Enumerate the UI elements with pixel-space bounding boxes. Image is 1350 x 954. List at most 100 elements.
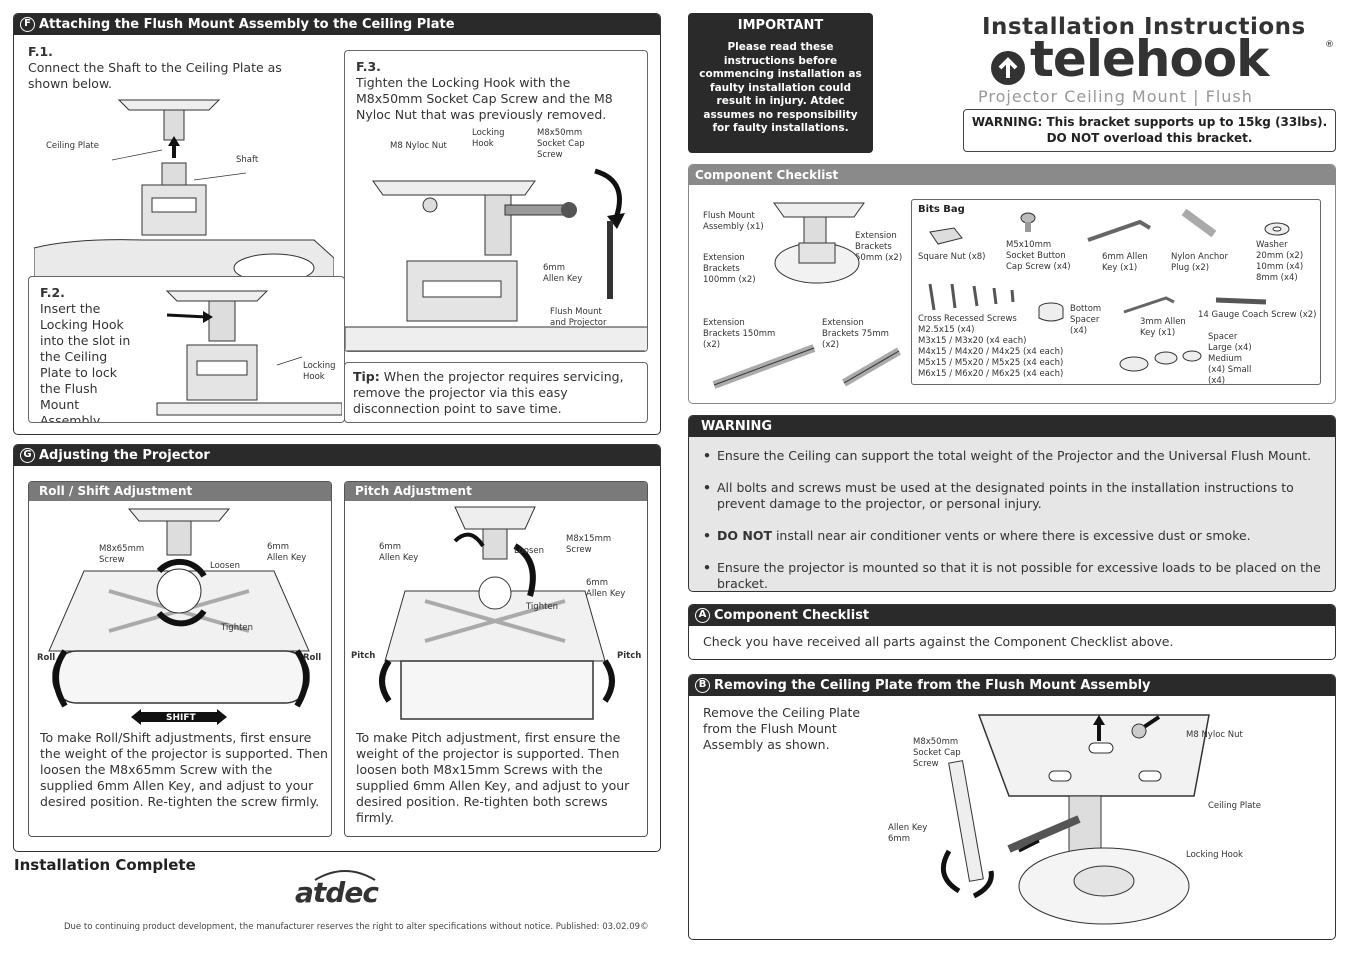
- section-b-title: Removing the Ceiling Plate from the Flus…: [714, 678, 1151, 693]
- allen3-label: 3mm Allen Key (x1): [1140, 317, 1186, 338]
- roll-shift-illustration: [48, 508, 310, 725]
- header-warning-bold: WARNING:: [971, 115, 1043, 129]
- f1-step: F.1.: [28, 44, 53, 59]
- coach-screw-label: 14 Gauge Coach Screw (x2): [1198, 310, 1317, 320]
- cross-screws-line-4: M5x15 / M5x20 / M5x25 (x4 each): [918, 358, 1064, 368]
- section-a-panel: A Component Checklist Check you have rec…: [688, 604, 1336, 660]
- square-nut-icon: [929, 227, 963, 245]
- button-screw-icon: [1020, 212, 1036, 232]
- roll-shift-title: Roll / Shift Adjustment: [29, 482, 331, 501]
- header-warning-box: WARNING: This bracket supports up to 15k…: [963, 109, 1336, 152]
- atdec-logo-swoosh: [314, 870, 376, 881]
- section-g-header: G Adjusting the Projector: [14, 445, 660, 466]
- bits-bag-box: Bits Bag Square Nut (x8) M5x10mm Socket …: [911, 199, 1321, 386]
- section-b-header: B Removing the Ceiling Plate from the Fl…: [689, 675, 1335, 696]
- f2-step: F.2.: [40, 285, 65, 300]
- cross-screws-list: Cross Recessed Screws M2.5x15 (x4) M3x15…: [918, 314, 1063, 380]
- section-b-screw-label: M8x50mm Socket Cap Screw: [913, 737, 961, 769]
- tip-label: Tip:: [353, 369, 380, 384]
- warning-item: All bolts and screws must be used at the…: [701, 480, 1321, 512]
- warning-item: Ensure the projector is mounted so that …: [701, 560, 1321, 591]
- pitch-loosen-label: Loosen: [514, 546, 545, 556]
- f2-text: Insert the Locking Hook into the slot in…: [40, 301, 131, 423]
- allen6-icon: [1087, 219, 1152, 242]
- f3-step: F.3.: [356, 59, 381, 74]
- f3-screw-label: M8x50mm Socket Cap Screw: [537, 128, 585, 160]
- telehook-logo: telehook ®: [988, 30, 1338, 92]
- do-not-label: DO NOT: [717, 528, 772, 543]
- section-b-text: Remove the Ceiling Plate from the Flush …: [703, 705, 861, 752]
- pitch-allen-label: 6mm Allen Key: [379, 542, 419, 563]
- f2-locking-hook-label: Locking Hook: [303, 361, 336, 382]
- section-a-header: A Component Checklist: [689, 605, 1335, 626]
- section-f-title: Attaching the Flush Mount Assembly to th…: [39, 17, 455, 32]
- allen6-label: 6mm Allen Key (x1): [1102, 252, 1148, 273]
- installation-complete: Installation Complete: [14, 856, 196, 874]
- button-screw-label: M5x10mm Socket Button Cap Screw (x4): [1006, 240, 1071, 272]
- f3-nyloc-label: M8 Nyloc Nut: [390, 141, 447, 151]
- section-b-badge: B: [695, 678, 710, 693]
- cross-screws-line-0: Cross Recessed Screws: [918, 314, 1017, 324]
- section-g-badge: G: [20, 448, 35, 463]
- ext150-label: Extension Brackets 150mm (x2): [703, 318, 776, 350]
- cross-screws-line-3: M4x15 / M4x20 / M4x25 (x4 each): [918, 347, 1064, 357]
- f1-shaft-label: Shaft: [236, 155, 259, 165]
- cross-screws-line-2: M3x15 / M3x20 (x4 each): [918, 336, 1027, 346]
- f2-illustration: [156, 290, 342, 416]
- important-text: Please read these instructions before co…: [699, 41, 862, 134]
- cross-screws-line-1: M2.5x15 (x4): [918, 325, 975, 335]
- f2-box: F.2. Insert the Locking Hook into the sl…: [28, 276, 345, 423]
- atdec-logo: atdec: [295, 866, 385, 918]
- warning-item: DO NOT install near air conditioner vent…: [701, 528, 1321, 544]
- section-f-header: F Attaching the Flush Mount Assembly to …: [14, 14, 660, 35]
- spacer-label: Spacer Large (x4) Medium (x4) Small (x4): [1208, 332, 1252, 386]
- pitch-box: Pitch Adjustment 6mm Allen Key Loosen M8…: [344, 481, 648, 837]
- nylon-anchor-icon: [1181, 208, 1217, 238]
- page-subtitle: Projector Ceiling Mount | Flush: [978, 87, 1253, 106]
- f3-illustration: [345, 168, 647, 351]
- f1-ceiling-plate-label: Ceiling Plate: [46, 141, 99, 151]
- flush-mount-label: Flush Mount Assembly (x1): [703, 211, 764, 232]
- warning-item: Ensure the Ceiling can support the total…: [701, 448, 1321, 464]
- pitch-text: To make Pitch adjustment, first ensure t…: [356, 730, 630, 825]
- spacers-icon: [1119, 350, 1202, 372]
- header-warning-text: WARNING: This bracket supports up to 15k…: [964, 114, 1335, 146]
- shift-label: SHIFT: [166, 713, 196, 723]
- roll-shift-box: Roll / Shift Adjustment M8x65mm Screw 6m…: [28, 481, 332, 837]
- atdec-logo-text: atdec: [295, 876, 379, 909]
- f3-allen-label: 6mm Allen Key: [543, 263, 583, 284]
- tip-text-block: Tip: When the projector requires servici…: [353, 369, 643, 417]
- pitch-left-label: Pitch: [351, 651, 376, 661]
- section-b-panel: B Removing the Ceiling Plate from the Fl…: [688, 674, 1336, 940]
- pitch-illustration: [379, 506, 615, 720]
- section-a-badge: A: [695, 608, 710, 623]
- registered-mark: ®: [1325, 40, 1334, 50]
- section-b-nyloc-label: M8 Nyloc Nut: [1186, 730, 1243, 740]
- warning-title: WARNING: [689, 416, 1335, 437]
- flush-mount-illustration: [773, 202, 865, 284]
- section-b-locking-hook-label: Locking Hook: [1186, 850, 1243, 860]
- f1-text: Connect the Shaft to the Ceiling Plate a…: [28, 60, 282, 91]
- pitch-right-label: Pitch: [617, 651, 642, 661]
- section-g-panel: G Adjusting the Projector Roll / Shift A…: [13, 444, 661, 852]
- footer-note: Due to continuing product development, t…: [64, 922, 649, 932]
- ext50-label: Extension Brackets 50mm (x2): [855, 231, 903, 263]
- ext75-label: Extension Brackets 75mm (x2): [822, 318, 889, 350]
- section-b-allen-label: Allen Key 6mm: [888, 823, 928, 844]
- roll-shift-text: To make Roll/Shift adjustments, first en…: [40, 730, 328, 809]
- roll-loosen-label: Loosen: [210, 561, 241, 571]
- washer-icon: [1264, 222, 1290, 236]
- section-b-ceiling-plate-label: Ceiling Plate: [1208, 801, 1261, 811]
- telehook-logo-icon: [991, 51, 1025, 85]
- page-title: Installation Instructions: [982, 14, 1306, 40]
- section-g-title: Adjusting the Projector: [39, 448, 210, 463]
- warning-item-text: install near air conditioner vents or wh…: [775, 528, 1251, 543]
- washer-label: Washer 20mm (x2) 10mm (x4) 8mm (x4): [1256, 240, 1304, 283]
- cross-screws-icon: [928, 283, 1015, 311]
- ext-brackets-short-illustration: [841, 347, 902, 387]
- section-f-panel: F Attaching the Flush Mount Assembly to …: [13, 13, 661, 435]
- f3-box: F.3. Tighten the Locking Hook with the M…: [344, 50, 648, 352]
- pitch-screw-label: M8x15mm Screw: [566, 534, 612, 555]
- component-checklist-title: Component Checklist: [689, 165, 1335, 185]
- section-a-text: Check you have received all parts agains…: [703, 634, 1174, 649]
